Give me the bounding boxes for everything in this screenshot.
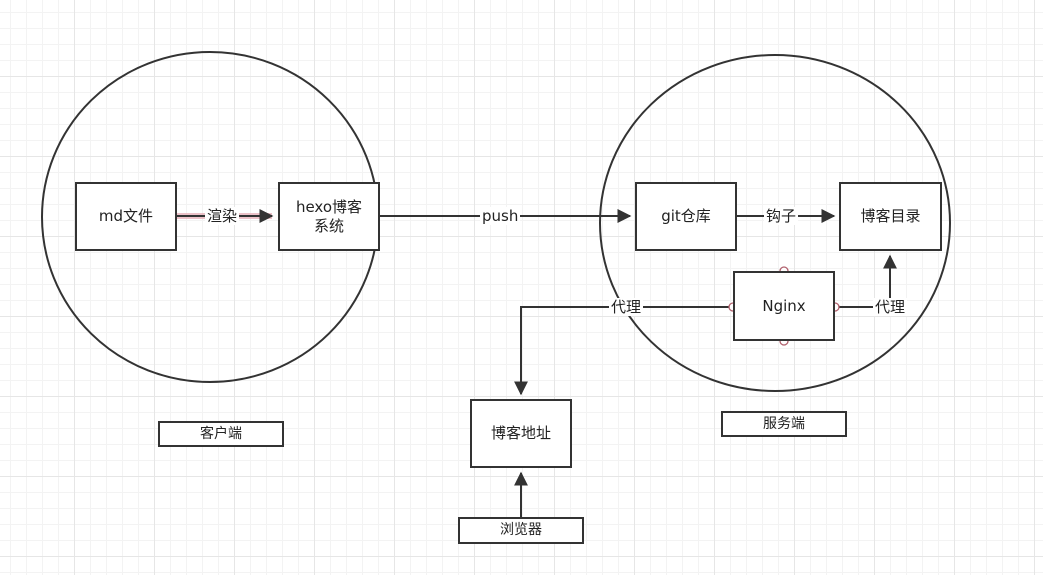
md-file-label: md文件 (98, 207, 154, 225)
browser-node[interactable]: 浏览器 (458, 517, 584, 544)
nginx-node[interactable]: Nginx (733, 271, 835, 341)
nginx-label: Nginx (762, 296, 806, 315)
git-repo-node[interactable]: git仓库 (635, 182, 737, 251)
md-file-node[interactable]: md文件 (75, 182, 177, 251)
proxy-left-edge[interactable] (514, 306, 731, 396)
proxy-left-edge-label: 代理 (609, 298, 644, 316)
hook-edge-label: 钩子 (764, 207, 799, 225)
client-group-text: 客户端 (200, 425, 242, 442)
server-group-text: 服务端 (763, 415, 805, 432)
hexo-label: hexo博客 系统 (295, 197, 363, 235)
blog-address-node[interactable]: 博客地址 (470, 399, 572, 468)
render-edge-label: 渲染 (205, 207, 240, 225)
client-group-label[interactable]: 客户端 (158, 421, 284, 447)
blog-dir-label: 博客目录 (860, 207, 921, 225)
server-group-label[interactable]: 服务端 (721, 411, 847, 437)
blog-dir-node[interactable]: 博客目录 (839, 182, 942, 251)
proxy-right-edge-label: 代理 (873, 298, 908, 316)
browser-label: 浏览器 (500, 522, 542, 538)
blog-address-label: 博客地址 (490, 424, 551, 442)
hexo-node[interactable]: hexo博客 系统 (278, 182, 380, 251)
git-repo-label: git仓库 (661, 207, 711, 225)
push-edge-label: push (480, 207, 521, 225)
server-circle (599, 54, 951, 392)
